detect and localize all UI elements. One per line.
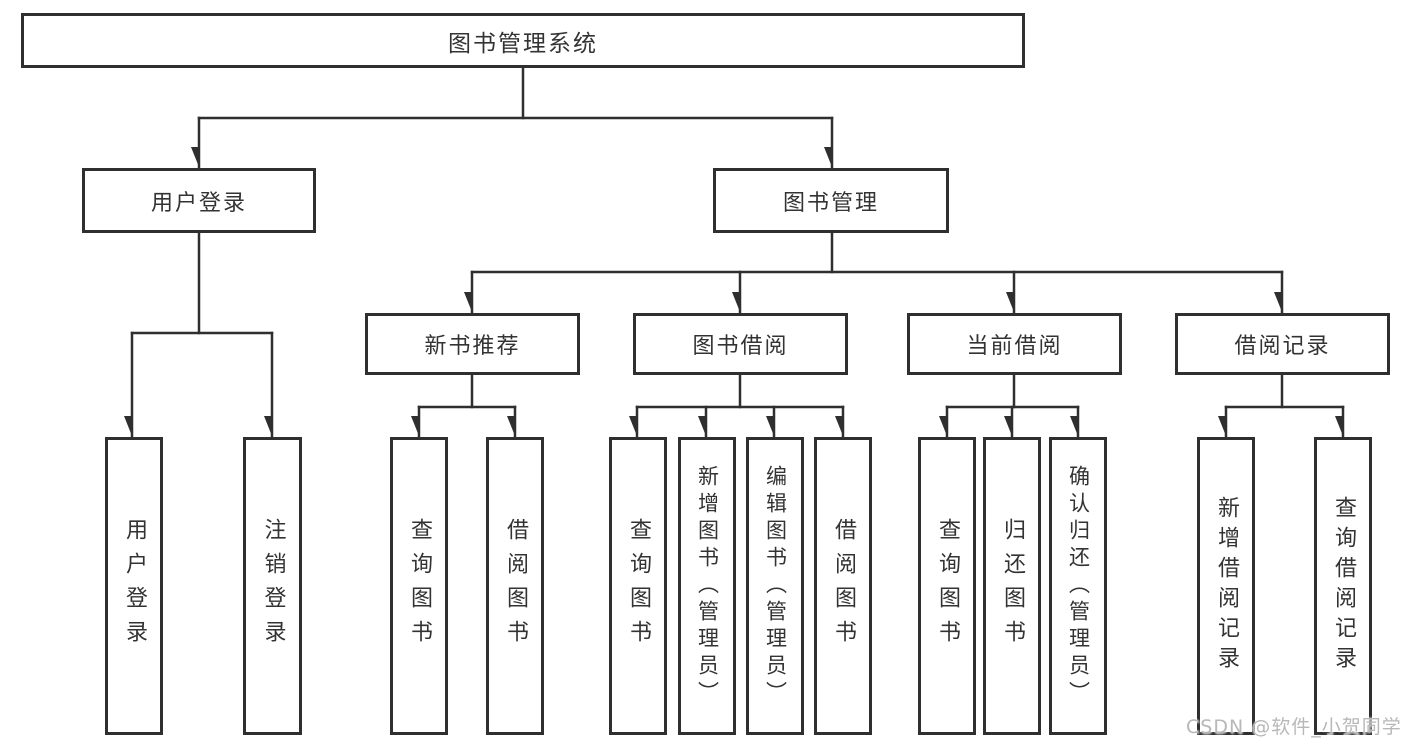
leaf-return-book-label: 归还图书 [1000, 518, 1025, 654]
node-root-label: 图书管理系统 [448, 30, 598, 57]
leaf-add-borrow-record: 新增借阅记录 [1197, 437, 1255, 735]
node-root-library-management-system: 图书管理系统 [21, 13, 1025, 68]
leaf-borrow-books-recommend-label: 借阅图书 [503, 518, 528, 654]
node-new-book-recommend-label: 新书推荐 [424, 334, 521, 359]
leaf-query-books-recommend-label: 查询图书 [407, 518, 432, 654]
node-borrowing-records: 借阅记录 [1175, 313, 1390, 375]
leaf-add-borrow-record-label: 新增借阅记录 [1214, 496, 1239, 676]
node-user-login: 用户登录 [82, 168, 316, 233]
leaf-confirm-return-admin: 确认归还（管理员） [1049, 437, 1107, 735]
node-book-borrowing: 图书借阅 [633, 313, 848, 375]
leaf-borrow-books-borrowing: 借阅图书 [814, 437, 872, 735]
leaf-borrow-books-borrowing-label: 借阅图书 [831, 518, 856, 654]
node-user-login-label: 用户登录 [150, 190, 247, 216]
leaf-logout-label: 注销登录 [260, 518, 286, 654]
leaf-edit-book-admin-label: 编辑图书（管理员） [763, 464, 788, 708]
leaf-confirm-return-admin-label: 确认归还（管理员） [1066, 464, 1091, 708]
leaf-query-books-recommend: 查询图书 [390, 437, 448, 735]
leaf-logout: 注销登录 [243, 437, 302, 735]
leaf-add-book-admin-label: 新增图书（管理员） [695, 464, 720, 708]
node-borrowing-records-label: 借阅记录 [1234, 334, 1331, 359]
node-book-management: 图书管理 [713, 168, 949, 233]
leaf-borrow-books-recommend: 借阅图书 [486, 437, 544, 735]
leaf-add-book-admin: 新增图书（管理员） [678, 437, 736, 735]
node-current-borrowing-label: 当前借阅 [966, 334, 1063, 359]
node-current-borrowing: 当前借阅 [907, 313, 1122, 375]
leaf-query-borrow-record: 查询借阅记录 [1314, 437, 1372, 735]
node-book-management-label: 图书管理 [782, 190, 879, 216]
node-new-book-recommend: 新书推荐 [365, 313, 580, 375]
leaf-user-login: 用户登录 [105, 437, 163, 735]
leaf-user-login-label: 用户登录 [122, 518, 147, 654]
csdn-watermark: CSDN @软件_小贺同学 [1186, 716, 1402, 738]
leaf-return-book: 归还图书 [983, 437, 1041, 735]
leaf-query-books-borrowing: 查询图书 [609, 437, 667, 735]
leaf-query-books-current: 查询图书 [918, 437, 976, 735]
leaf-query-books-current-label: 查询图书 [935, 518, 960, 654]
leaf-edit-book-admin: 编辑图书（管理员） [746, 437, 804, 735]
leaf-query-borrow-record-label: 查询借阅记录 [1331, 496, 1356, 676]
node-book-borrowing-label: 图书借阅 [692, 334, 789, 359]
leaf-query-books-borrowing-label: 查询图书 [626, 518, 651, 654]
